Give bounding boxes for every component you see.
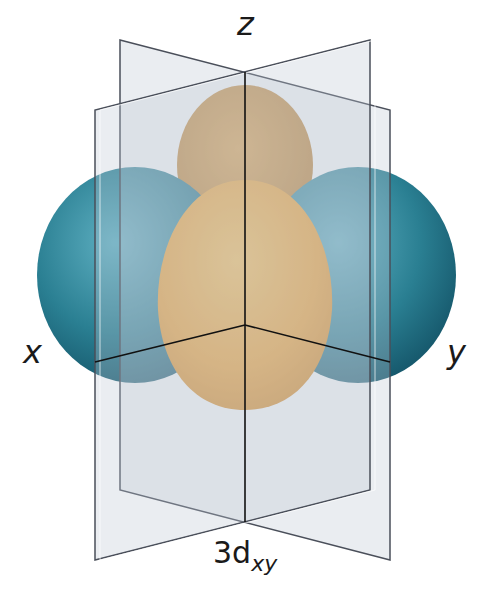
axis-label: x <box>23 336 42 368</box>
orbital-caption: 3dxy <box>213 538 277 568</box>
x-axis <box>95 325 245 362</box>
plane <box>95 40 370 560</box>
orbital-subscript: xy <box>251 551 277 576</box>
orbital-name: 3d <box>213 535 251 570</box>
y-axis <box>245 325 390 362</box>
z-axis <box>244 72 246 522</box>
nodal-planes <box>95 40 390 560</box>
axis-label: z <box>237 8 254 40</box>
plane-edge <box>100 40 375 560</box>
axis-label: y <box>447 336 466 368</box>
axes <box>95 72 390 522</box>
